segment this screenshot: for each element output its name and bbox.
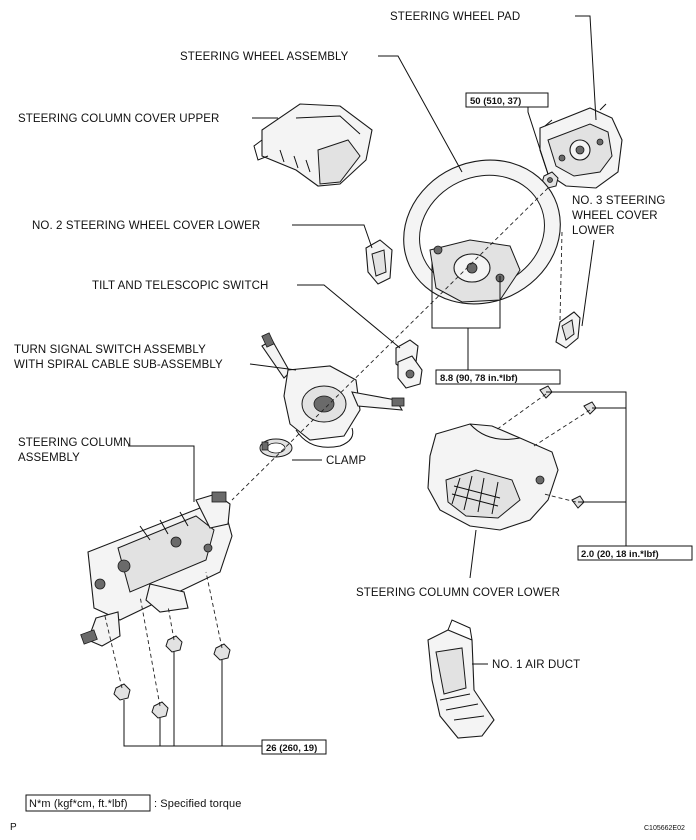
screw-axis-line-3 xyxy=(543,493,577,503)
leader-steering-wheel-assembly xyxy=(378,55,463,173)
bolt-axis-line-3 xyxy=(167,605,175,641)
label-column-1: STEERING COLUMN xyxy=(18,437,131,449)
steering-column-drawing xyxy=(80,491,233,647)
label-no2-cover: NO. 2 STEERING WHEEL COVER LOWER xyxy=(32,220,260,232)
tilt-switch-drawing xyxy=(395,339,423,389)
steering-wheel-drawing xyxy=(403,159,561,305)
leader-turn-signal xyxy=(249,363,297,371)
turn-signal-switch-drawing xyxy=(261,332,405,448)
bolt-axis-line-2 xyxy=(139,595,161,707)
corner-letter: P xyxy=(10,822,17,833)
label-no3-cover-3: LOWER xyxy=(572,225,615,237)
bolt-axis-line-1 xyxy=(103,611,123,689)
no3-cover-lower-drawing xyxy=(555,311,581,349)
legend-unit-text: N*m (kgf*cm, ft.*lbf) xyxy=(29,798,128,810)
label-steering-wheel-pad: STEERING WHEEL PAD xyxy=(390,11,520,23)
air-duct-drawing xyxy=(427,619,495,739)
torque-box-20 xyxy=(577,545,693,561)
label-no3-cover-2: WHEEL COVER xyxy=(572,210,658,222)
torque-value-88: 8.8 (90, 78 in.*lbf) xyxy=(440,373,518,384)
legend-description: : Specified torque xyxy=(154,798,241,810)
legend-unit-box xyxy=(25,794,151,812)
steering-column-cover-upper-drawing xyxy=(253,103,373,187)
label-air-duct: NO. 1 AIR DUCT xyxy=(492,659,580,671)
label-tilt-switch: TILT AND TELESCOPIC SWITCH xyxy=(92,280,268,292)
label-turn-signal-1: TURN SIGNAL SWITCH ASSEMBLY xyxy=(14,344,206,356)
label-column-2: ASSEMBLY xyxy=(18,452,80,464)
leader-no2-cover xyxy=(292,224,373,249)
steering-column-cover-lower-drawing xyxy=(427,423,559,531)
torque-value-50: 50 (510, 37) xyxy=(470,96,521,107)
torque-box-50 xyxy=(465,92,549,108)
label-cover-upper: STEERING COLUMN COVER UPPER xyxy=(18,113,219,125)
screw-axis-line-1 xyxy=(495,393,547,431)
no3-cover-axis-line xyxy=(559,231,563,321)
torque-value-20: 2.0 (20, 18 in.*lbf) xyxy=(581,549,659,560)
label-no3-cover-1: NO. 3 STEERING xyxy=(572,195,665,207)
column-bolts-drawing xyxy=(113,635,231,719)
leader-88 xyxy=(431,262,501,370)
no2-cover-lower-drawing xyxy=(365,239,393,285)
leader-cover-lower xyxy=(469,529,477,579)
figure-code: C105662E02 xyxy=(644,825,685,832)
label-cover-lower: STEERING COLUMN COVER LOWER xyxy=(356,587,560,599)
clamp-drawing xyxy=(259,438,293,458)
torque-box-26 xyxy=(261,739,327,755)
leader-steering-wheel-pad xyxy=(575,15,597,121)
label-clamp: CLAMP xyxy=(326,455,366,467)
steering-wheel-pad-drawing xyxy=(539,103,623,189)
leader-20 xyxy=(546,391,627,548)
bolt-axis-line-4 xyxy=(205,571,223,649)
screw-axis-line-2 xyxy=(533,409,591,447)
label-steering-wheel-assembly: STEERING WHEEL ASSEMBLY xyxy=(180,51,349,63)
leader-no3-cover xyxy=(581,239,595,327)
torque-value-26: 26 (260, 19) xyxy=(266,743,317,754)
leader-26 xyxy=(123,652,262,747)
torque-box-88 xyxy=(435,369,561,385)
label-turn-signal-2: WITH SPIRAL CABLE SUB-ASSEMBLY xyxy=(14,359,223,371)
leader-column xyxy=(128,445,195,502)
leader-tilt-switch xyxy=(297,284,401,349)
